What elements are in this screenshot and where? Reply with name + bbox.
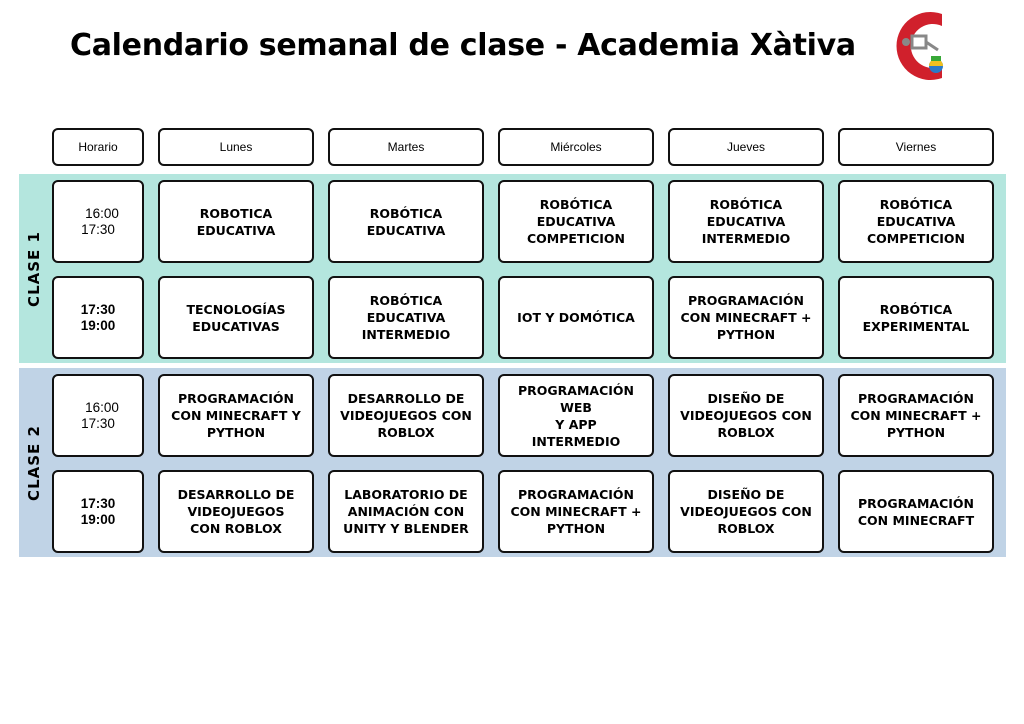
class-cell: DESARROLLO DE VIDEOJUEGOS CON ROBLOX [158, 470, 314, 553]
class-cell-label: ROBÓTICA EDUCATIVA INTERMEDIO [361, 293, 451, 342]
class-cell: PROGRAMACIÓN CON MINECRAFT + PYTHON [668, 276, 824, 359]
class-cell: ROBÓTICA EDUCATIVA COMPETICION [838, 180, 994, 263]
time-start: 17:30 [80, 301, 116, 317]
class-cell-label: ROBÓTICA EDUCATIVA COMPETICION [866, 197, 966, 246]
class-cell-label: DESARROLLO DE VIDEOJUEGOS CON ROBLOX [177, 487, 295, 536]
class-cell-label: ROBÓTICA EDUCATIVA COMPETICION [526, 197, 626, 246]
class-cell-label: PROGRAMACIÓN CON MINECRAFT [857, 495, 975, 528]
class-cell: TECNOLOGÍAS EDUCATIVAS [158, 276, 314, 359]
class-cell: LABORATORIO DE ANIMACIÓN CON UNITY Y BLE… [328, 470, 484, 553]
class-cell: ROBÓTICA EXPERIMENTAL [838, 276, 994, 359]
class-cell: DESARROLLO DE VIDEOJUEGOS CON ROBLOX [328, 374, 484, 457]
header-5: Viernes [838, 128, 994, 166]
clase-2-label: CLASE 2 [25, 424, 44, 501]
header-2: Martes [328, 128, 484, 166]
class-cell: DISEÑO DE VIDEOJUEGOS CON ROBLOX [668, 470, 824, 553]
page-title: Calendario semanal de clase - Academia X… [70, 28, 856, 63]
class-cell: ROBÓTICA EDUCATIVA INTERMEDIO [668, 180, 824, 263]
class-cell-label: ROBOTICA EDUCATIVA [196, 205, 276, 238]
academia-logo-icon [896, 12, 943, 80]
time-start: 16:00 [85, 205, 119, 221]
class-cell-label: DISEÑO DE VIDEOJUEGOS CON ROBLOX [680, 391, 812, 440]
class-cell-label: ROBÓTICA EDUCATIVA [366, 205, 446, 238]
class-cell: IOT Y DOMÓTICA [498, 276, 654, 359]
header-1: Lunes [158, 128, 314, 166]
class-cell-label: TECNOLOGÍAS EDUCATIVAS [186, 301, 286, 334]
clase-1-label: CLASE 1 [25, 230, 44, 307]
header-0: Horario [52, 128, 144, 166]
class-cell: PROGRAMACIÓN WEB Y APP INTERMEDIO [498, 374, 654, 457]
header-3: Miércoles [498, 128, 654, 166]
time-end: 19:00 [80, 511, 116, 527]
class-cell: DISEÑO DE VIDEOJUEGOS CON ROBLOX [668, 374, 824, 457]
time-end: 19:00 [80, 317, 116, 333]
class-cell-label: PROGRAMACIÓN CON MINECRAFT Y PYTHON [171, 391, 301, 440]
class-cell-label: PROGRAMACIÓN CON MINECRAFT + PYTHON [510, 487, 642, 536]
time-end: 17:30 [81, 415, 115, 431]
class-cell-label: PROGRAMACIÓN CON MINECRAFT + PYTHON [850, 391, 982, 440]
class-cell: PROGRAMACIÓN CON MINECRAFT + PYTHON [838, 374, 994, 457]
class-cell: PROGRAMACIÓN CON MINECRAFT + PYTHON [498, 470, 654, 553]
class-cell-label: PROGRAMACIÓN CON MINECRAFT + PYTHON [680, 293, 812, 342]
time-start: 17:30 [80, 495, 116, 511]
class-cell-label: DISEÑO DE VIDEOJUEGOS CON ROBLOX [680, 487, 812, 536]
time-end: 17:30 [81, 221, 115, 237]
header-4: Jueves [668, 128, 824, 166]
class-cell: PROGRAMACIÓN CON MINECRAFT Y PYTHON [158, 374, 314, 457]
class-cell: ROBÓTICA EDUCATIVA COMPETICION [498, 180, 654, 263]
class-cell-label: LABORATORIO DE ANIMACIÓN CON UNITY Y BLE… [343, 487, 469, 536]
class-cell: ROBÓTICA EDUCATIVA [328, 180, 484, 263]
class-cell-label: ROBÓTICA EDUCATIVA INTERMEDIO [701, 197, 791, 246]
time-start: 16:00 [85, 399, 119, 415]
class-cell-label: ROBÓTICA EXPERIMENTAL [862, 301, 970, 334]
class-cell: ROBOTICA EDUCATIVA [158, 180, 314, 263]
class-cell: ROBÓTICA EDUCATIVA INTERMEDIO [328, 276, 484, 359]
class-cell-label: PROGRAMACIÓN WEB Y APP INTERMEDIO [518, 382, 634, 449]
class-cell-label: IOT Y DOMÓTICA [517, 310, 635, 325]
class-cell: PROGRAMACIÓN CON MINECRAFT [838, 470, 994, 553]
class-cell-label: DESARROLLO DE VIDEOJUEGOS CON ROBLOX [340, 391, 472, 440]
